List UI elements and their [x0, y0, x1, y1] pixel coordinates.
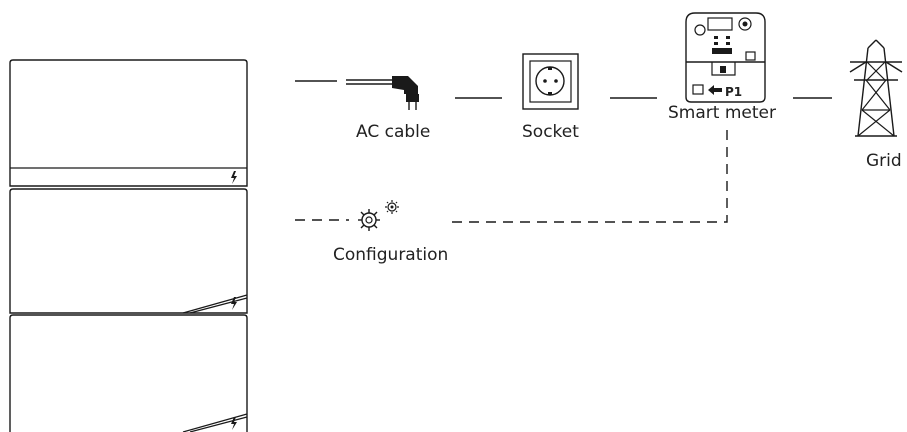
pylon-icon [849, 39, 903, 137]
smart-meter-icon [685, 12, 766, 103]
gears-icon [358, 200, 399, 231]
lightning-icon [231, 171, 237, 184]
battery-module-middle [9, 188, 248, 314]
socket-label: Socket [522, 122, 579, 142]
plug-icon [346, 76, 419, 110]
grid-label: Grid [866, 151, 902, 171]
lightning-icon [231, 417, 237, 430]
smart-meter-label: Smart meter [668, 103, 776, 123]
lightning-icon [231, 297, 237, 310]
meter-port-label: P1 [725, 85, 742, 99]
battery-module-top [9, 59, 248, 187]
dashed-line-meter-to-config [448, 130, 728, 223]
battery-module-bottom [9, 314, 248, 432]
battery-stack [9, 59, 248, 432]
ac-cable-label: AC cable [356, 122, 430, 142]
socket-icon [522, 53, 579, 110]
configuration-label: Configuration [333, 245, 448, 265]
